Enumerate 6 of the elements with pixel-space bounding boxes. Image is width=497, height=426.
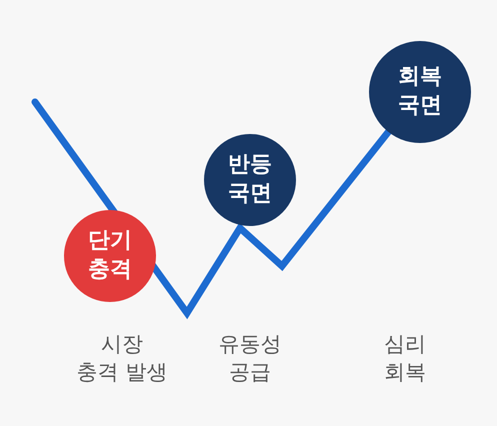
caption-text: 유동성 공급 (218, 331, 282, 386)
caption-text: 시장 충격 발생 (76, 331, 168, 386)
stage-label: 회복 국면 (397, 63, 443, 120)
caption-text: 심리 회복 (384, 331, 426, 386)
stage-label: 반등 국면 (227, 151, 273, 208)
stage-label: 단기 충격 (87, 227, 133, 284)
